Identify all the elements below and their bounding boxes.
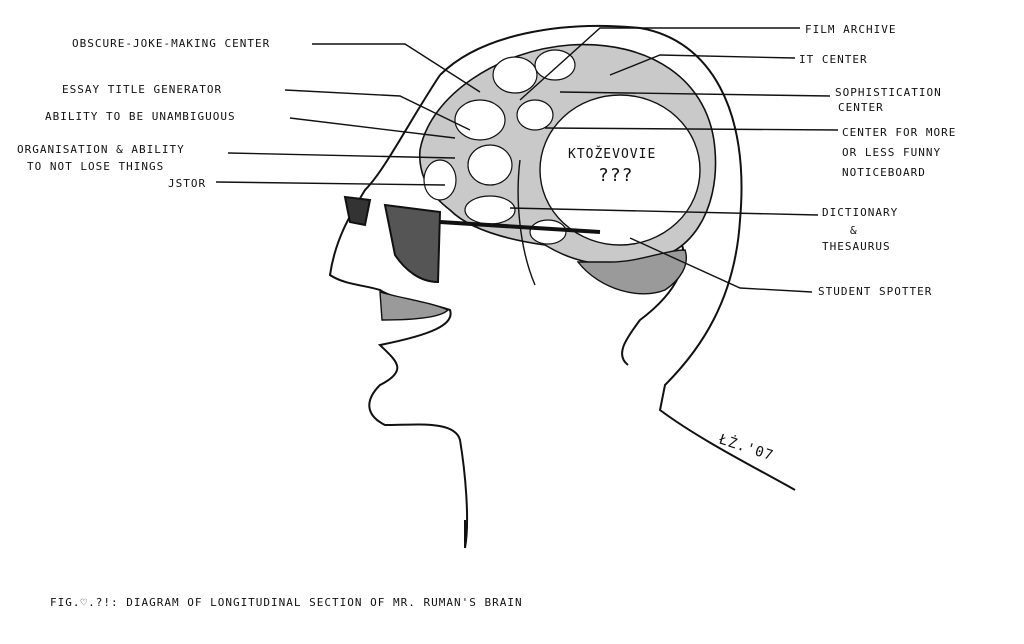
label-film-archive: Film archive (805, 23, 897, 36)
head-outline (439, 24, 796, 491)
brain-lobe-4 (516, 99, 554, 131)
label-student-spotter: Student spotter (818, 285, 933, 298)
brain-lobe-2 (454, 99, 506, 141)
sunglasses-lens (383, 203, 442, 284)
label-essay-title: Essay title generator (62, 83, 223, 96)
brain-lobe-7 (464, 195, 516, 225)
label-ampersand: & (850, 224, 858, 237)
label-or-less-funny: or less funny (842, 146, 942, 159)
label-jstor: JSTOR (168, 177, 207, 190)
label-sophistication: Sophistication (835, 86, 942, 99)
pointer-lines (215, 27, 839, 293)
mouth-shade (379, 291, 450, 321)
label-dictionary: Dictionary (822, 206, 899, 219)
brain-lobe-main (539, 94, 701, 246)
sunglasses-arm (439, 220, 601, 234)
label-noticeboard: noticeboard (842, 166, 926, 179)
brain-lobe-6 (423, 159, 457, 201)
sunglasses-lens-front (343, 195, 372, 227)
cerebellum (576, 249, 687, 295)
label-thesaurus: Thesaurus (822, 240, 891, 253)
brain-stem (517, 159, 536, 286)
brain-lobe-3 (467, 144, 513, 186)
brain-lobe-8 (529, 219, 567, 245)
brain-lobe-1 (492, 56, 538, 94)
brain-name: Ktoževovie (568, 147, 657, 162)
label-organisation: Organisation & ability (17, 143, 185, 156)
label-obscure-joke: Obscure-joke-making center (72, 37, 271, 50)
label-center: center (838, 101, 884, 114)
brain-lobe-5 (534, 49, 576, 81)
label-unambiguous: Ability to be unambiguous (45, 110, 236, 123)
label-it-center: IT center (799, 53, 868, 66)
brain-question-marks: ??? (598, 165, 634, 186)
label-not-lose-things: to not lose things (27, 160, 165, 173)
figure-caption: Fig.♡.?!: Diagram of longitudinal sectio… (50, 596, 523, 609)
label-center-for-more: Center for more (842, 126, 957, 139)
